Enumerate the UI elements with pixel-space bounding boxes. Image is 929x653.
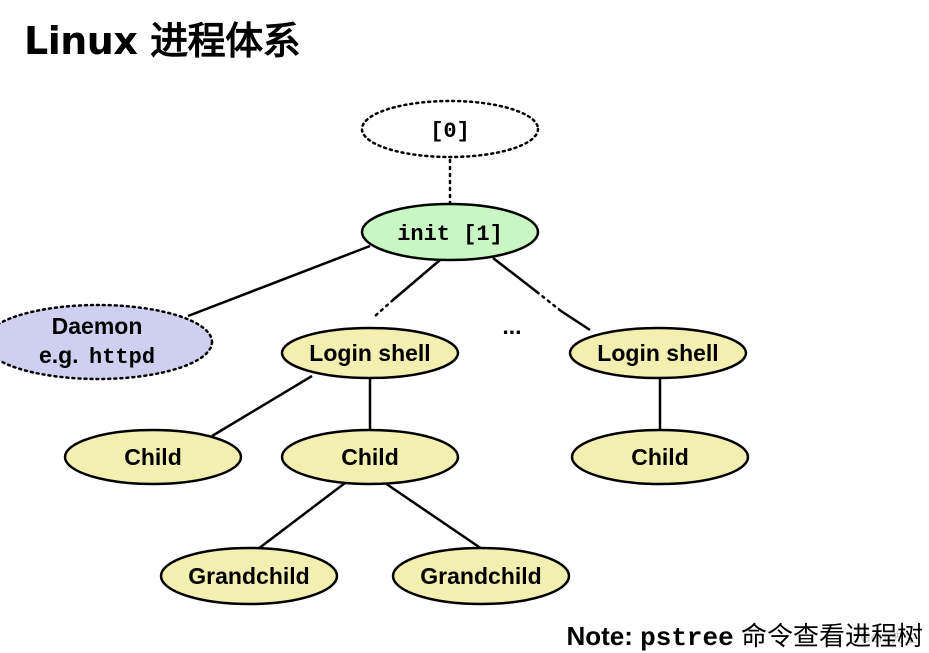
edge-init-login-right — [492, 257, 538, 293]
edge-init-login-right-tail — [560, 309, 591, 332]
edge-init-login-right-dotted — [535, 290, 563, 313]
sibling-ellipsis: ... — [502, 313, 521, 339]
node-grandchild-a: Grandchild — [159, 546, 339, 606]
footnote-label: Note: — [566, 621, 633, 651]
node-child-c-label: Child — [631, 444, 689, 470]
node-init-label: init [1] — [397, 222, 503, 247]
node-login-shell-right: Login shell — [568, 326, 748, 380]
node-grandchild-a-label: Grandchild — [188, 563, 309, 589]
edge-init-daemon — [187, 244, 371, 318]
node-daemon-example-cmd: httpd — [89, 345, 155, 370]
edge-login-left-child-a — [211, 374, 313, 438]
node-grandchild-b-label: Grandchild — [420, 563, 541, 589]
watermark: Gen 先生 — [860, 631, 917, 646]
page-title: Linux 进程体系 — [24, 19, 301, 63]
footnote-command: pstree — [640, 623, 734, 653]
node-root: [0] — [360, 99, 540, 159]
node-daemon-example: e.g. httpd — [39, 342, 155, 370]
node-child-c: Child — [570, 428, 750, 486]
node-daemon-example-prefix: e.g. — [39, 342, 79, 368]
edge-child-b-grandchild-b — [384, 481, 483, 551]
edge-child-b-grandchild-a — [257, 482, 346, 550]
footnote-text: 命令查看进程树 — [740, 622, 923, 652]
node-child-a: Child — [63, 428, 243, 486]
node-child-b-label: Child — [341, 444, 399, 470]
node-login-shell-right-label: Login shell — [597, 340, 718, 366]
edge-init-login-left — [392, 259, 441, 301]
footnote: Note: pstree 命令查看进程树 — [566, 616, 923, 653]
node-root-label: [0] — [430, 119, 470, 144]
node-grandchild-b: Grandchild — [391, 546, 571, 606]
edge-init-login-left-dotted — [373, 298, 395, 318]
node-child-b: Child — [280, 428, 460, 486]
node-login-shell-left-label: Login shell — [309, 340, 430, 366]
node-login-shell-left: Login shell — [280, 326, 460, 380]
node-daemon-label: Daemon — [52, 313, 143, 339]
node-child-a-label: Child — [124, 444, 182, 470]
node-init: init [1] — [360, 202, 540, 262]
node-daemon: Daemon e.g. httpd — [0, 303, 214, 381]
